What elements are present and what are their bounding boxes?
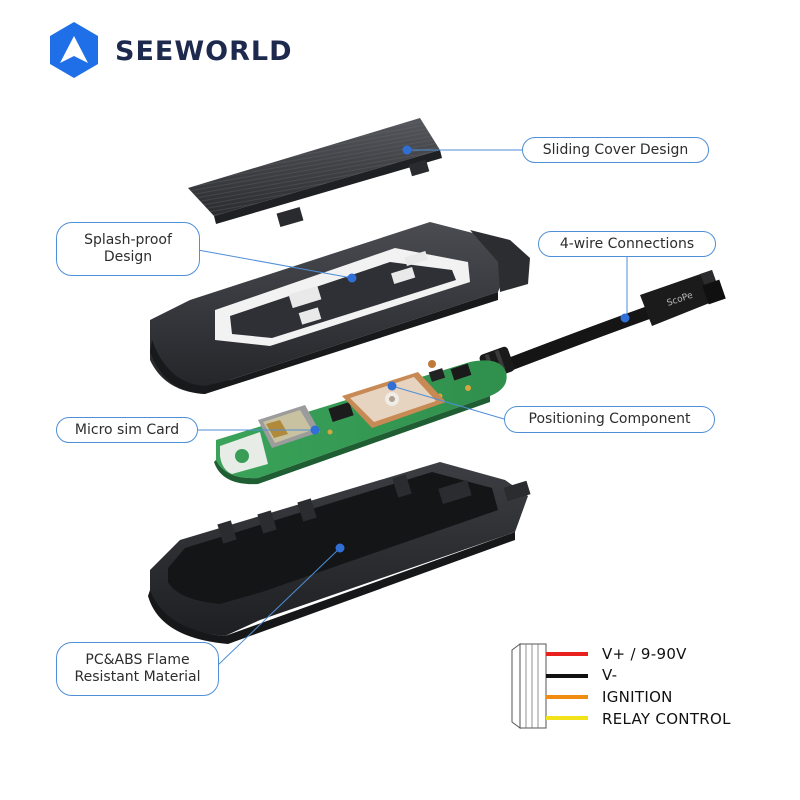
callout-positioning-text: Positioning Component [528,411,691,427]
callout-flame-resistant: PC&ABS Flame Resistant Material [56,642,219,696]
pcb-board [214,360,507,485]
callout-splash-proof-line1: Splash-proof [84,232,172,248]
wire-label-ignition: IGNITION [602,688,673,706]
callout-flame-resistant-line2: Resistant Material [74,669,201,685]
callout-sliding-cover-text: Sliding Cover Design [542,141,689,158]
callout-splash-proof-line2: Design [103,249,153,265]
gps-antenna [342,372,446,428]
brand-name: SEEWORLD [115,36,293,67]
callout-positioning: Positioning Component [504,406,715,433]
wire-connector: ScoPe [640,270,726,326]
top-frame [150,222,530,394]
callout-micro-sim-text: Micro sim Card [74,421,180,438]
wire-label-vminus: V- [602,666,618,684]
sim-card-slot [258,405,320,448]
wire-legend-connector [511,643,547,729]
wire-label-vplus: V+ / 9-90V [602,645,687,663]
callout-four-wire-text: 4-wire Connections [559,235,695,252]
wire-legend-lines [546,652,588,720]
seeworld-logo-icon [50,22,98,78]
callout-splash-proof: Splash-proof Design [56,222,200,276]
sliding-cover [188,118,442,228]
callout-four-wire: 4-wire Connections [538,231,716,257]
callout-flame-resistant-line1: PC&ABS Flame [85,652,190,668]
bottom-case [148,462,531,644]
callout-micro-sim: Micro sim Card [56,417,198,443]
wire-label-relay: RELAY CONTROL [602,710,731,728]
callout-dots [310,145,630,553]
callout-sliding-cover: Sliding Cover Design [522,137,709,163]
